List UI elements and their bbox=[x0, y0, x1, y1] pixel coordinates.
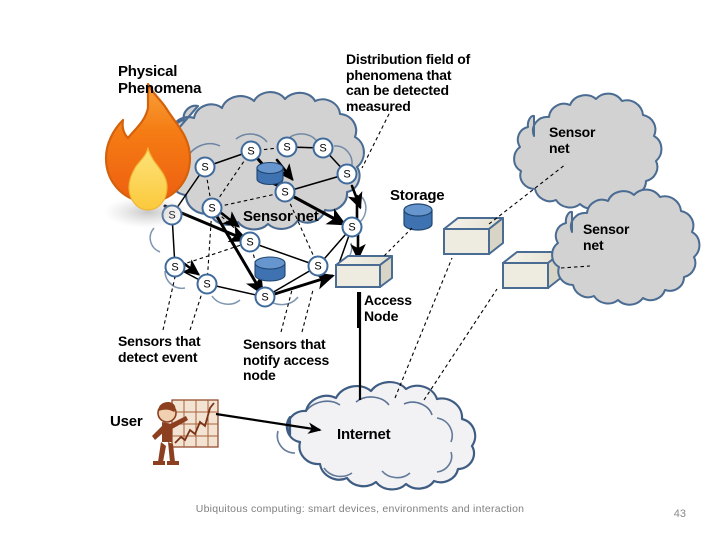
sensor-node: S bbox=[164, 256, 186, 278]
svg-text:S: S bbox=[314, 261, 321, 273]
sensor-node: S bbox=[274, 181, 296, 203]
sensor-node: S bbox=[194, 156, 216, 178]
label-sensor-net-cloud-1: Sensor net bbox=[549, 124, 596, 156]
storage-cylinder-inner-top bbox=[256, 161, 284, 186]
smoke-shadow bbox=[104, 196, 192, 228]
gateway-box-2 bbox=[502, 251, 563, 289]
svg-text:S: S bbox=[171, 262, 178, 274]
gateway-box-1 bbox=[443, 217, 504, 255]
access-node-box bbox=[335, 255, 393, 288]
label-access-node: Access Node bbox=[364, 292, 412, 324]
label-sensor-net-main: Sensor net bbox=[243, 208, 319, 225]
svg-text:S: S bbox=[208, 203, 215, 215]
label-distribution-field: Distribution field of phenomena that can… bbox=[346, 51, 471, 115]
slide-footer-text: Ubiquitous computing: smart devices, env… bbox=[195, 503, 525, 515]
label-sensor-net-cloud-2: Sensor net bbox=[583, 221, 630, 253]
storage-cylinder-inner-bottom bbox=[254, 256, 286, 282]
sensor-node: S bbox=[336, 163, 358, 185]
sensor-node: S bbox=[254, 286, 276, 308]
slide-page-number: 43 bbox=[673, 508, 686, 520]
sensor-node: S bbox=[341, 216, 363, 238]
label-user: User bbox=[110, 413, 143, 430]
label-sensors-that-notify-access-node: Sensors that notify access node bbox=[243, 336, 330, 384]
label-internet: Internet bbox=[337, 426, 391, 443]
svg-text:S: S bbox=[261, 292, 268, 304]
storage-cylinder-external bbox=[403, 203, 433, 231]
cloud-sensor-net-main bbox=[149, 91, 367, 306]
label-sensors-that-detect-event: Sensors that detect event bbox=[118, 333, 201, 365]
svg-text:S: S bbox=[247, 146, 254, 158]
label-physical-phenomena: Physical Phenomena bbox=[118, 63, 202, 97]
label-storage: Storage bbox=[390, 187, 445, 204]
svg-text:S: S bbox=[246, 237, 253, 249]
sensor-node: S bbox=[312, 137, 334, 159]
sensor-node: S bbox=[239, 231, 261, 253]
sensor-node: S bbox=[196, 273, 218, 295]
svg-text:S: S bbox=[348, 222, 355, 234]
svg-text:S: S bbox=[319, 143, 326, 155]
fire-flame-icon bbox=[104, 82, 192, 211]
svg-text:S: S bbox=[203, 279, 210, 291]
sensor-node: S bbox=[201, 197, 223, 219]
cloud-sensor-net-2 bbox=[551, 188, 701, 306]
sensor-node: S bbox=[307, 255, 329, 277]
cloud-internet bbox=[276, 381, 477, 491]
svg-text:S: S bbox=[283, 142, 290, 154]
connector-lines bbox=[162, 107, 591, 434]
svg-text:S: S bbox=[201, 162, 208, 174]
user-figure-icon bbox=[152, 399, 219, 465]
svg-text:S: S bbox=[281, 187, 288, 199]
svg-text:S: S bbox=[343, 169, 350, 181]
sensor-node: S bbox=[276, 136, 298, 158]
sensor-node: S bbox=[240, 140, 262, 162]
